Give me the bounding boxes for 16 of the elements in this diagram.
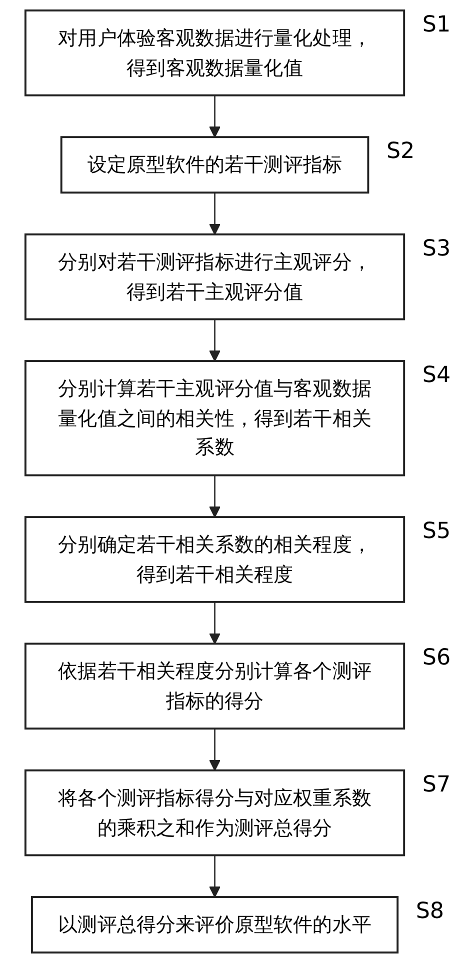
process-box: 分别确定若干相关系数的相关程度，得到若干相关程度 (24, 516, 406, 603)
process-box: 设定原型软件的若干测评指标 (60, 136, 370, 194)
step-label: S3 (422, 235, 451, 262)
process-box: 将各个测评指标得分与对应权重系数的乘积之和作为测评总得分 (24, 769, 406, 856)
step-label: S5 (422, 518, 451, 544)
step-label: S2 (386, 138, 415, 164)
process-box: 分别对若干测评指标进行主观评分，得到若干主观评分值 (24, 233, 406, 320)
step-label: S4 (422, 362, 451, 388)
step-label: S1 (422, 11, 451, 38)
process-box: 以测评总得分来评价原型软件的水平 (31, 896, 399, 954)
step-label: S6 (422, 644, 451, 671)
process-box: 对用户体验客观数据进行量化处理，得到客观数据量化值 (24, 9, 406, 96)
process-box: 依据若干相关程度分别计算各个测评指标的得分 (24, 642, 406, 730)
step-label: S7 (422, 771, 451, 798)
step-label: S8 (416, 898, 444, 924)
process-box: 分别计算若干主观评分值与客观数据量化值之间的相关性，得到若干相关系数 (24, 360, 406, 476)
